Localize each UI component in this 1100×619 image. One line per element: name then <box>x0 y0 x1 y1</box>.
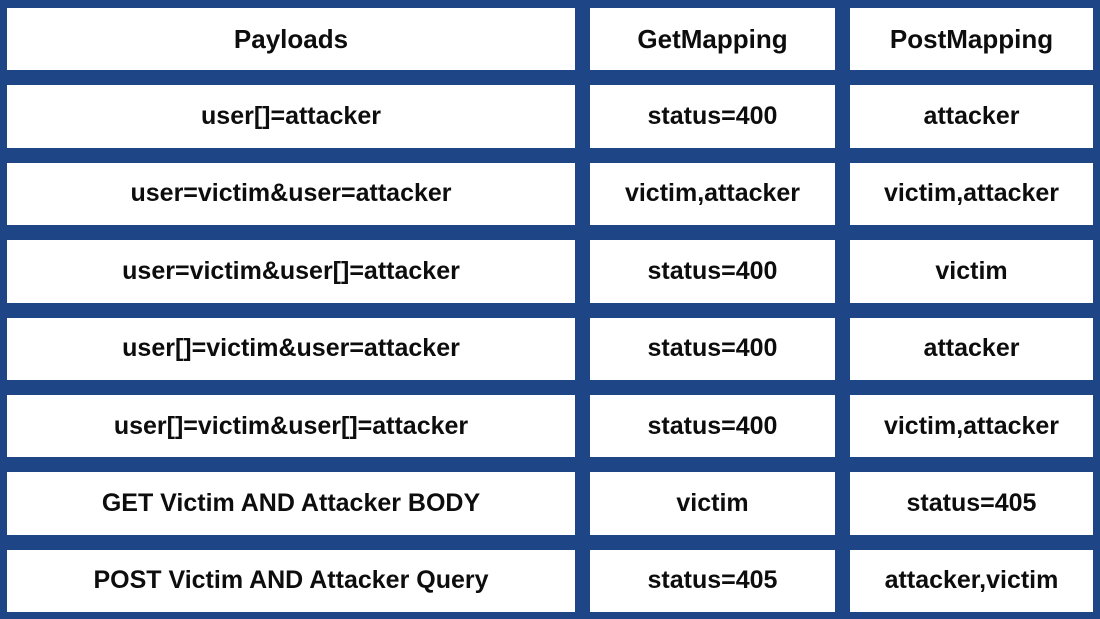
postmapping-cell: victim <box>850 240 1093 303</box>
header-cell-postmapping: PostMapping <box>850 8 1093 71</box>
postmapping-cell: attacker <box>850 317 1093 380</box>
getmapping-cell: victim <box>590 472 835 535</box>
payload-cell: POST Victim AND Attacker Query <box>7 549 575 612</box>
payload-cell: user=victim&user[]=attacker <box>7 240 575 303</box>
getmapping-cell: status=400 <box>590 85 835 148</box>
header-cell-payloads: Payloads <box>7 8 575 71</box>
getmapping-cell: victim,attacker <box>590 162 835 226</box>
postmapping-cell: attacker <box>850 85 1093 148</box>
postmapping-cell: victim,attacker <box>850 394 1093 458</box>
payload-cell: user=victim&user=attacker <box>7 162 575 226</box>
getmapping-cell: status=400 <box>590 240 835 303</box>
getmapping-cell: status=405 <box>590 549 835 612</box>
postmapping-cell: attacker,victim <box>850 549 1093 612</box>
getmapping-cell: status=400 <box>590 394 835 458</box>
postmapping-cell: victim,attacker <box>850 162 1093 226</box>
payload-cell: user[]=attacker <box>7 85 575 148</box>
payload-cell: user[]=victim&user=attacker <box>7 317 575 380</box>
getmapping-cell: status=400 <box>590 317 835 380</box>
postmapping-cell: status=405 <box>850 472 1093 535</box>
payload-cell: user[]=victim&user[]=attacker <box>7 394 575 458</box>
header-cell-getmapping: GetMapping <box>590 8 835 71</box>
payload-cell: GET Victim AND Attacker BODY <box>7 472 575 535</box>
